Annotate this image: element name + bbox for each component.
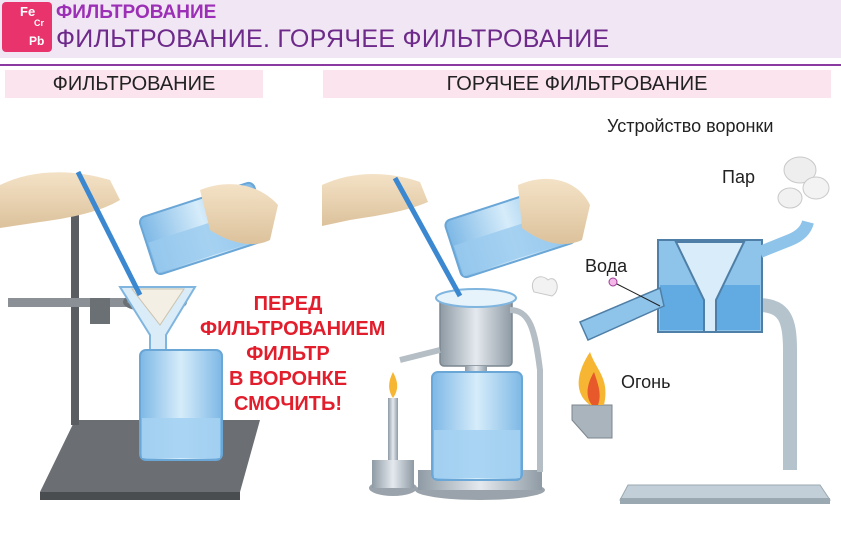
burner-flame <box>389 372 397 398</box>
warning-note: ПЕРЕД ФИЛЬТРОВАНИЕМ ФИЛЬТР В ВОРОНКЕ СМО… <box>200 292 376 417</box>
warning-line: ПЕРЕД <box>200 292 376 317</box>
heating-side-arm <box>580 288 664 340</box>
spirit-burner <box>388 398 398 460</box>
warning-line: В ВОРОНКЕ <box>200 367 376 392</box>
device-burner <box>572 405 612 438</box>
warning-line: ФИЛЬТРОВАНИЕМ <box>200 317 376 342</box>
warning-line: ФИЛЬТР <box>200 342 376 367</box>
label-fire: Огонь <box>621 372 671 393</box>
label-water: Вода <box>585 256 627 277</box>
label-steam: Пар <box>722 167 755 188</box>
device-title: Устройство воронки <box>607 116 773 137</box>
funnel-device-diagram <box>572 157 830 504</box>
hot-funnel-jacket <box>440 298 512 366</box>
water-pointer-dot <box>609 278 617 286</box>
warning-line: СМОЧИТЬ! <box>200 392 376 417</box>
